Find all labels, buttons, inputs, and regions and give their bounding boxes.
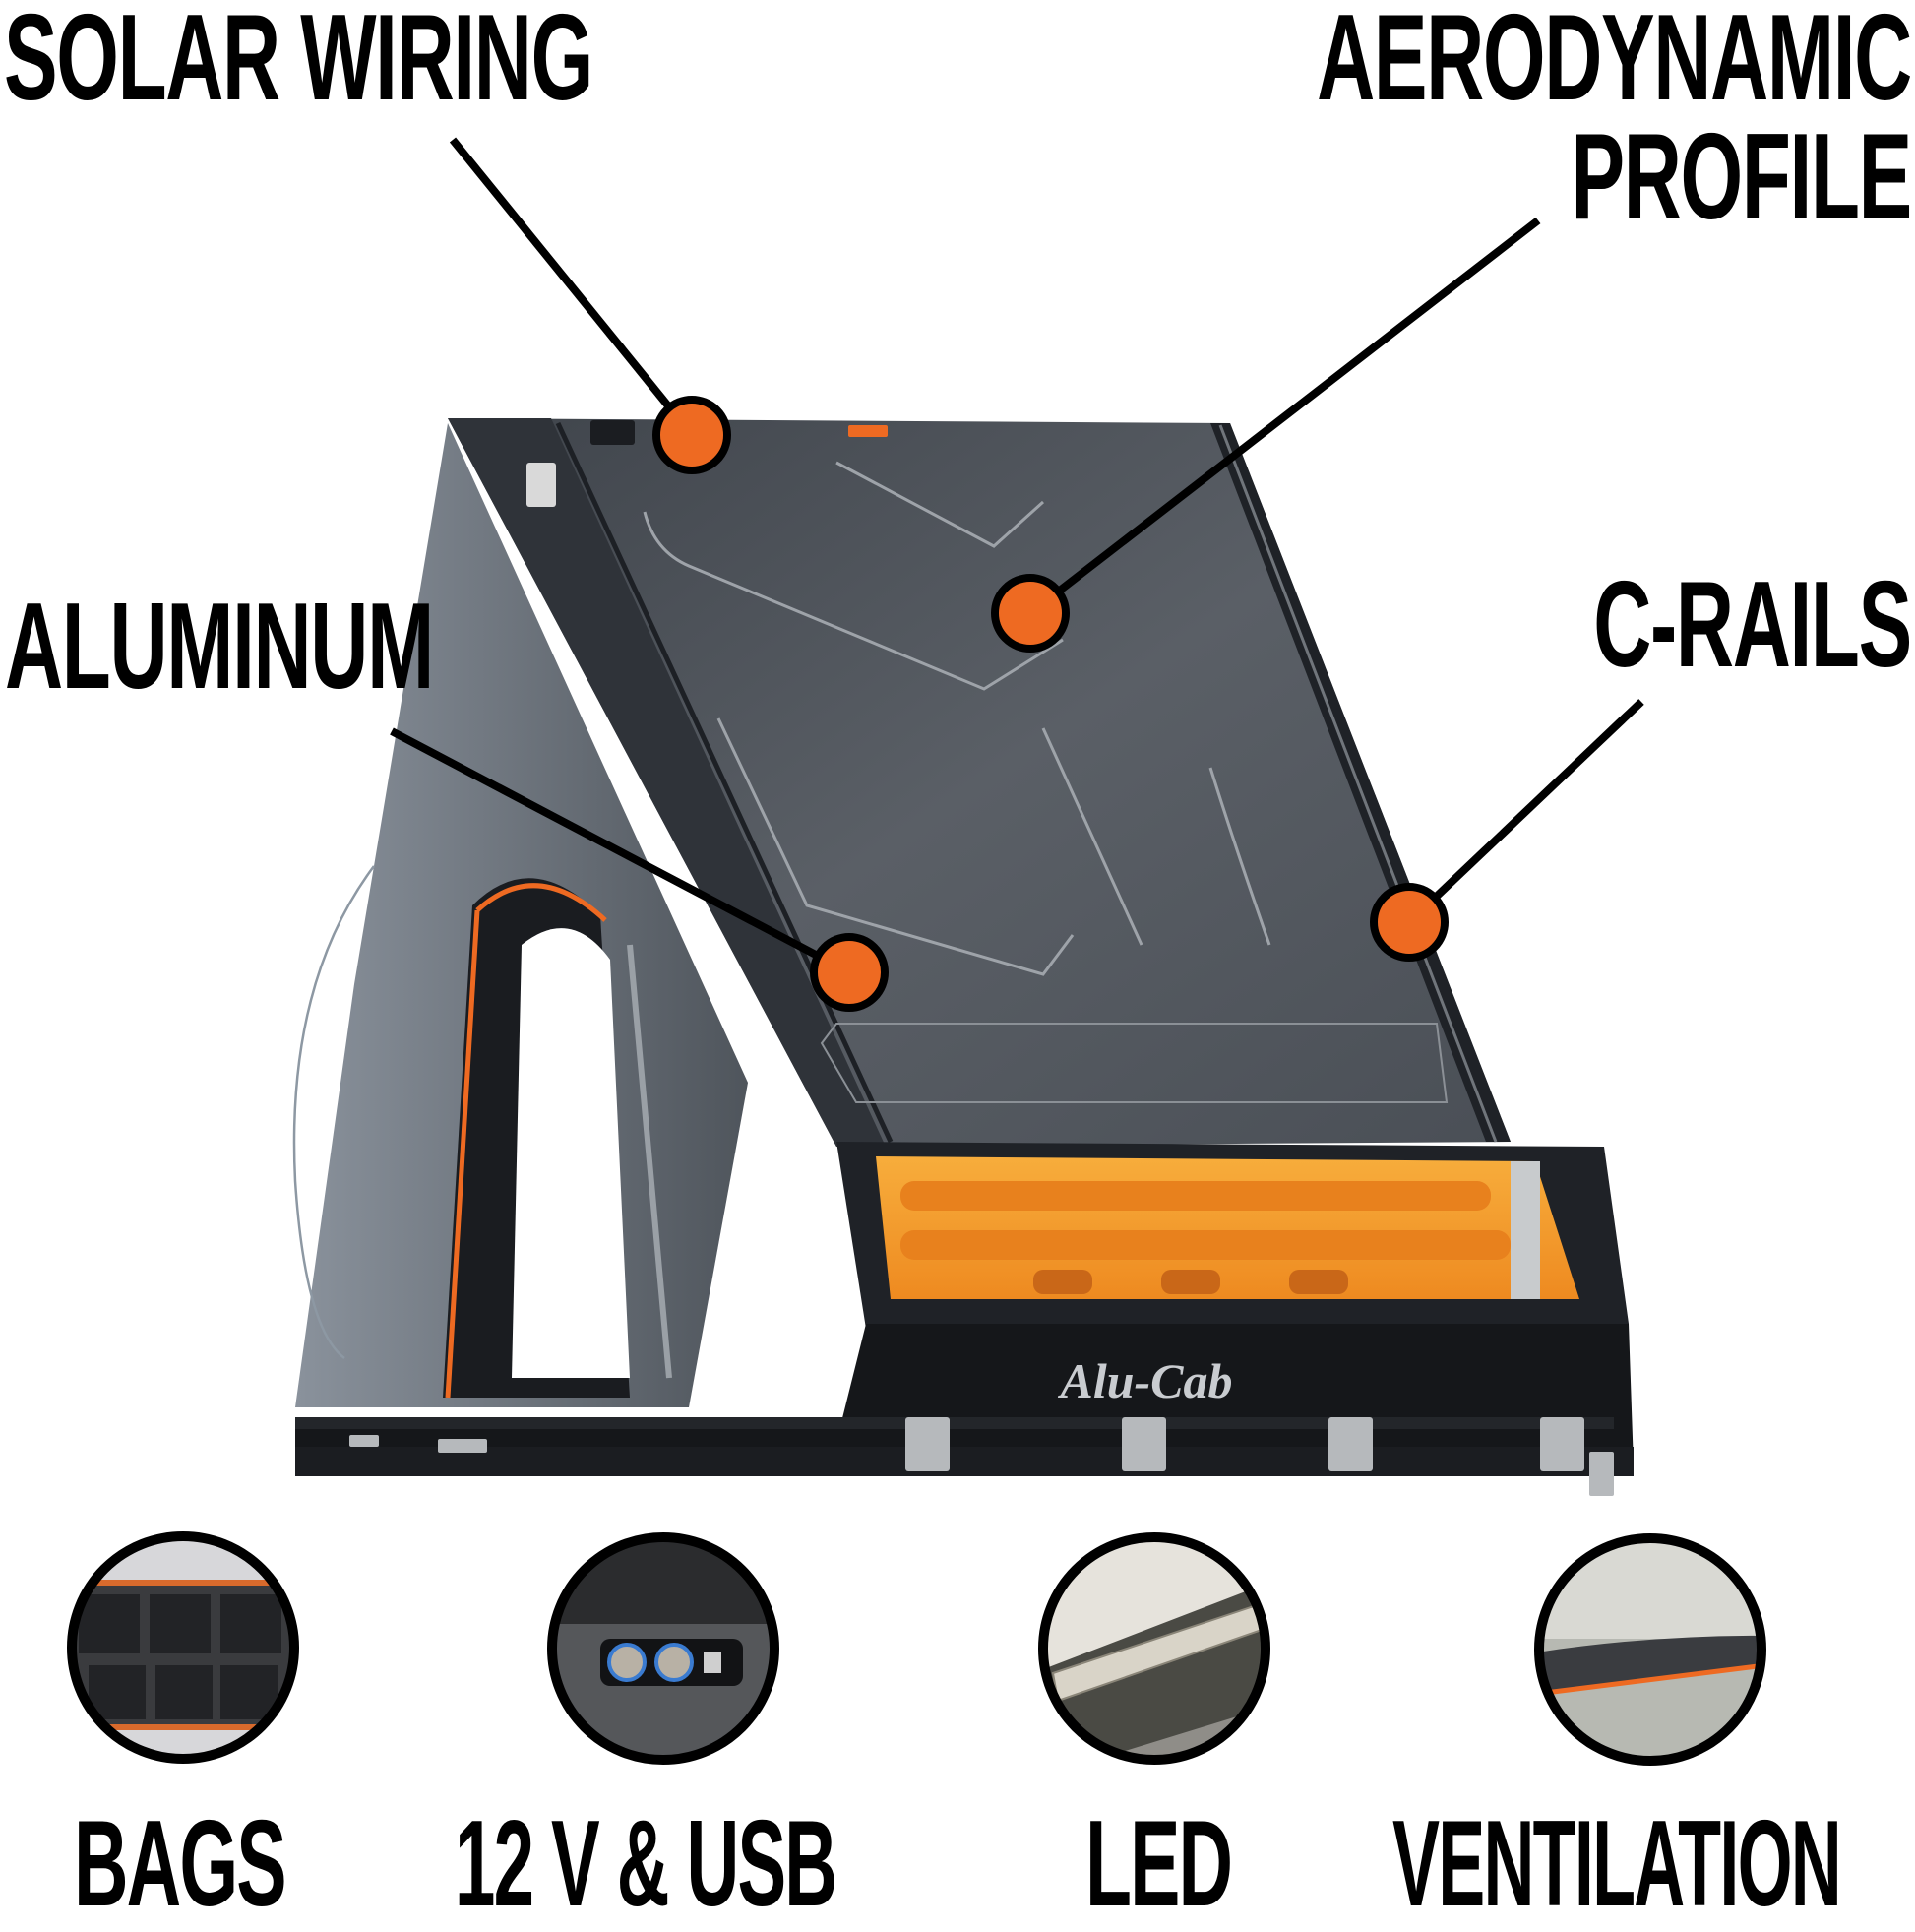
bags-icon	[72, 1536, 294, 1759]
callout-solar-wiring: SOLAR WIRING	[4, 0, 593, 119]
callout-aerodynamic-line-2: PROFILE	[1571, 109, 1913, 246]
callout-aluminum: ALUMINUM	[5, 586, 434, 708]
tent-shell	[448, 418, 1511, 1147]
tent-base	[295, 1324, 1634, 1496]
callout-c-rails-text: C-RAILS	[1593, 557, 1912, 693]
callout-aerodynamic-line-1: AERODYNAMIC	[1317, 0, 1912, 126]
feature-label-bags: BAGS	[74, 1796, 287, 1932]
tent-fabric	[292, 423, 748, 1407]
aluminum-leader	[390, 727, 851, 976]
feature-photos	[67, 1531, 1766, 1766]
callout-aluminum-text: ALUMINUM	[5, 579, 434, 715]
led-icon	[1043, 1537, 1266, 1760]
aerodynamic-leader	[1027, 217, 1541, 617]
aerodynamic-dot	[991, 574, 1070, 653]
callout-c-rails: C-RAILS	[1430, 557, 1912, 693]
c-rails-dot	[1370, 883, 1449, 962]
callout-dots	[652, 396, 1449, 1012]
recovery-boards	[836, 1142, 1629, 1329]
callout-solar-wiring-text: SOLAR WIRING	[4, 0, 593, 126]
brand-logo: Alu-Cab	[1057, 1353, 1232, 1408]
c-rails-leader	[1406, 699, 1644, 925]
feature-label-led: LED	[1085, 1796, 1233, 1932]
callout-lines	[390, 137, 1644, 976]
aluminum-dot	[810, 933, 889, 1012]
feature-label-ventilation: VENTILATION	[1392, 1796, 1842, 1932]
callout-aerodynamic-profile: AERODYNAMIC PROFILE	[1011, 0, 1913, 246]
solar-wiring-leader	[449, 137, 696, 438]
12v-usb-icon	[552, 1537, 774, 1760]
feature-label-12v-usb: 12 V & USB	[455, 1796, 837, 1932]
ventilation-icon	[1539, 1538, 1761, 1761]
solar-wiring-dot	[652, 396, 731, 474]
